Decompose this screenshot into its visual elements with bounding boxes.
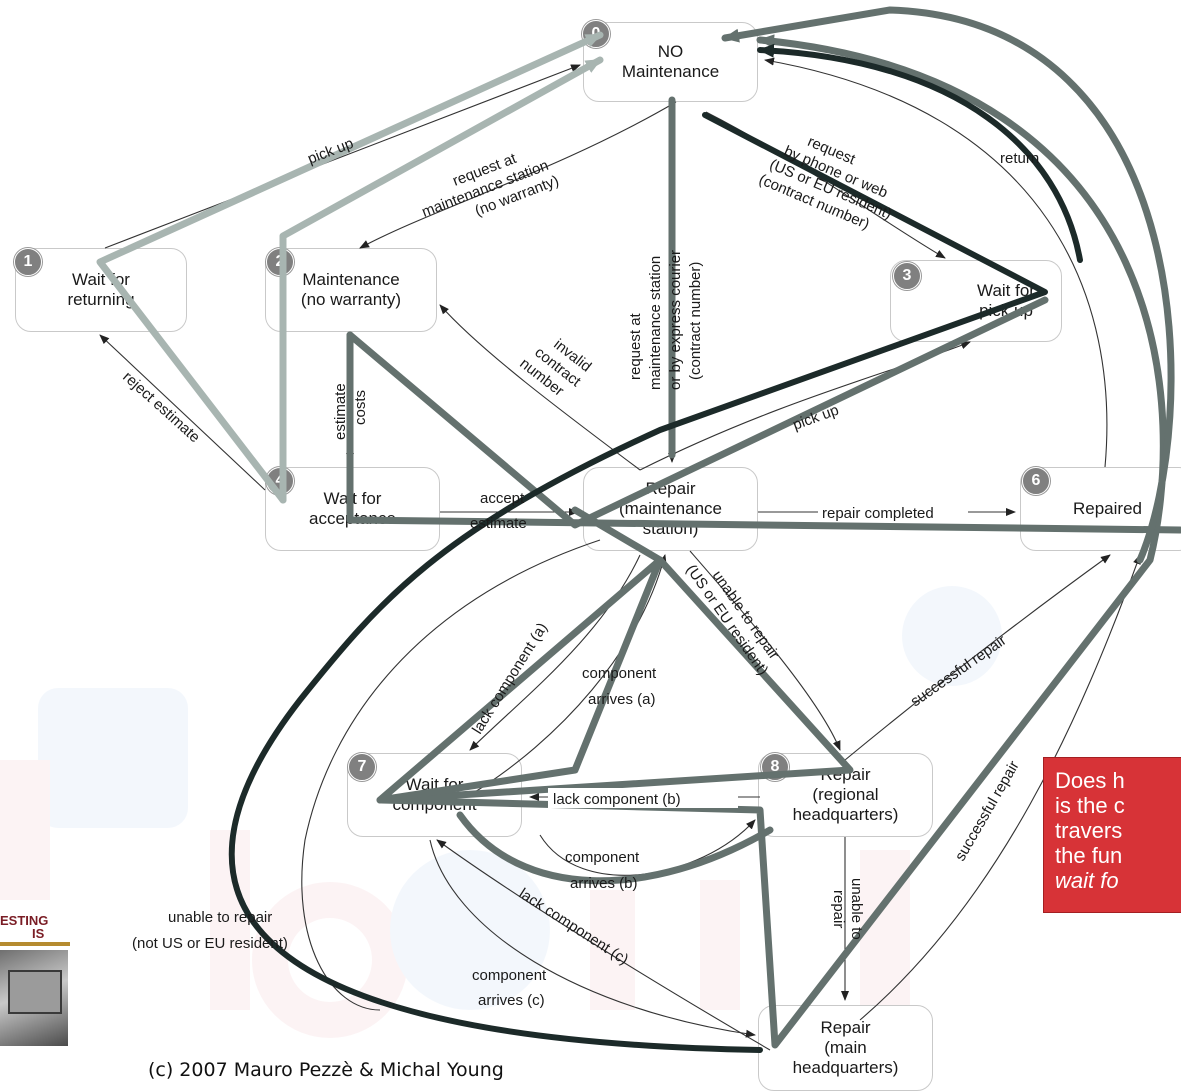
copyright-footer: (c) 2007 Mauro Pezzè & Michal Young [148, 1059, 504, 1081]
callout-line: travers [1055, 818, 1123, 843]
state-label: Repaired [1073, 499, 1142, 518]
path-dark-a [228, 112, 1048, 1053]
edge-lack-component-c [436, 839, 771, 1051]
callout-line: is the c [1055, 793, 1125, 818]
label-lack-component-c: lack component (c) [516, 885, 632, 968]
state-label: Maintenance [302, 270, 400, 289]
label-lack-component-a: lack component (a) [469, 620, 551, 737]
callout-line: Does h [1055, 768, 1125, 793]
label-successful-repair-8: successful repair [908, 632, 1010, 710]
path-light-b [96, 31, 604, 504]
state-label: NO [657, 42, 684, 61]
label-accept-1: accept [480, 490, 525, 507]
state-1-number: 1 [14, 248, 42, 276]
label-request-express-3: or by express courier [667, 250, 684, 390]
state-label: headquarters) [792, 805, 899, 824]
callout-line: wait fo [1055, 868, 1181, 893]
svg-text:estimate costs: estimate costs [332, 379, 369, 440]
state-label: Wait for [977, 281, 1035, 300]
path-light-a [279, 56, 604, 504]
state-9-repair-main-headquarters: Repair (main headquarters) [758, 1005, 933, 1091]
state-label: (maintenance [618, 499, 722, 518]
book-cover-thumbnail: ESTING IS [0, 900, 70, 1091]
book-title-line: IS [32, 926, 45, 941]
label-accept-2: estimate [470, 515, 527, 532]
svg-text:request at maintenance s: request at maintenance station or by exp… [627, 246, 704, 390]
edge-invalid-contract [439, 304, 641, 471]
label-repair-completed: repair completed [822, 505, 934, 522]
label-lack-component-b: lack component (b) [553, 791, 681, 808]
state-label: (main [824, 1038, 867, 1057]
callout-line: the fun [1055, 843, 1123, 868]
state-6-number: 6 [1022, 467, 1050, 495]
edge-pick-up-1-to-0 [104, 64, 581, 249]
label-arrives-b-1: component [565, 849, 640, 866]
state-label: (regional [812, 785, 879, 804]
label-arrives-a-2: arrives (a) [588, 691, 656, 708]
path-mid-g [456, 811, 774, 885]
label-request-express-2: maintenance station [647, 256, 664, 390]
book-title-line: ESTING [0, 913, 49, 928]
edge-reject-estimate [99, 334, 266, 491]
state-label: Maintenance [621, 62, 720, 81]
edge-component-arrives-c [429, 839, 756, 1038]
edge-component-arrives-a [469, 554, 667, 796]
state-label: returning [67, 290, 135, 309]
edge-return [764, 57, 1108, 468]
callout-italic: wait fo [1055, 868, 1119, 893]
path-mid-d [376, 34, 1167, 1049]
label-estimate-costs-1: estimate [332, 383, 349, 440]
edge-successful-repair-9 [859, 554, 1141, 1021]
label-arrives-a-1: component [582, 665, 657, 682]
path-mid-e [376, 556, 664, 804]
label-unable-not-us-1: unable to repair [168, 909, 272, 926]
label-request-express-4: (contract number) [687, 262, 704, 380]
label-arrives-c-2: arrives (c) [478, 992, 545, 1009]
svg-text:invalid contract n: invalid contract number [516, 327, 598, 407]
label-arrives-b-2: arrives (b) [570, 875, 638, 892]
label-pick-up-1: pick up [305, 135, 355, 168]
path-mid-b [346, 331, 1181, 534]
state-3-number: 3 [893, 262, 921, 290]
label-arrives-c-1: component [472, 967, 547, 984]
edge-component-arrives-b [539, 819, 756, 876]
edge-lack-component-a [469, 554, 641, 751]
svg-text:unable to repair (US or: unable to repair (US or EU resident) [683, 551, 787, 678]
svg-text:request by phone or web: request by phone or web (US or EU reside… [756, 121, 912, 241]
label-unable-8-1: unable to [848, 878, 865, 940]
path-mid-f [721, 6, 1175, 564]
question-callout: Does h is the c travers the fun wait fo [1043, 757, 1181, 913]
edge-successful-repair-8 [844, 554, 1111, 761]
state-7-number: 7 [348, 753, 376, 781]
edge-unable-us-eu [689, 550, 841, 751]
state-label: (no warranty) [300, 290, 402, 309]
path-mid-c [346, 296, 1049, 529]
state-label: headquarters) [792, 1058, 899, 1077]
edge-request-no-warranty [359, 101, 677, 249]
path-dark-b [757, 43, 1083, 263]
state-label: Repair [820, 1018, 871, 1037]
label-unable-not-us-2: (not US or EU resident) [132, 935, 288, 952]
label-return: return [1000, 150, 1039, 167]
svg-text:unable to repair: unable to repair [830, 878, 865, 944]
label-unable-8-2: repair [830, 890, 847, 928]
label-estimate-costs-2: costs [352, 390, 369, 425]
label-request-express-1: request at [627, 312, 644, 380]
